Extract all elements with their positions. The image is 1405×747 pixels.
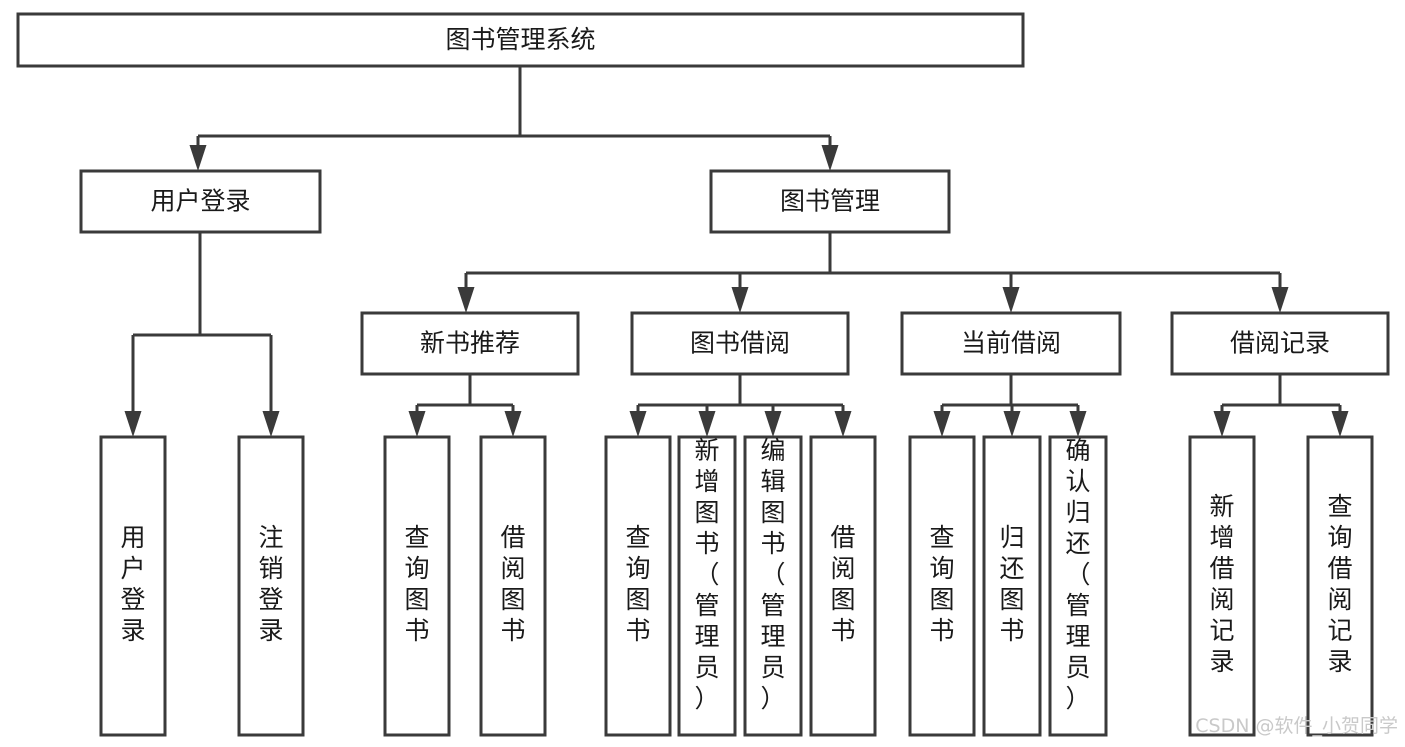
node-label: 新书推荐 [420, 329, 520, 358]
node-leaf-add-book[interactable]: 新增图书（管理员） [677, 435, 737, 737]
arrow-head-icon [698, 411, 716, 437]
nodes-layer: 图书管理系统用户登录图书管理新书推荐图书借阅当前借阅借阅记录用户登录注销登录查询… [16, 12, 1390, 737]
csdn-watermark: CSDN @软件_小贺同学 [1195, 715, 1398, 737]
arrow-head-icon [262, 411, 280, 437]
node-leaf-query-book-2[interactable]: 查询图书 [604, 435, 672, 737]
node-leaf-borrow-book-2[interactable]: 借阅图书 [809, 435, 877, 737]
node-leaf-user-login[interactable]: 用户登录 [99, 435, 167, 737]
node-leaf-return-book[interactable]: 归还图书 [982, 435, 1042, 737]
node-box-leaf-return-book[interactable] [982, 435, 1042, 737]
node-label: 查询借阅记录 [1327, 492, 1352, 676]
connectors-layer [124, 66, 1349, 437]
node-box-leaf-confirm-return[interactable] [1048, 435, 1108, 737]
node-label: 确认归还（管理员） [1065, 436, 1090, 713]
arrow-head-icon [189, 145, 207, 171]
arrow-head-icon [821, 145, 839, 171]
arrow-head-icon [1069, 411, 1087, 437]
connector-bus-borrow-record [1213, 374, 1349, 437]
arrow-head-icon [834, 411, 852, 437]
node-label: 图书借阅 [690, 329, 790, 358]
arrow-head-icon [124, 411, 142, 437]
node-label: 当前借阅 [961, 329, 1061, 358]
node-label: 编辑图书（管理员） [760, 436, 785, 713]
node-label: 用户登录 [150, 187, 250, 216]
node-box-leaf-borrow-book-2[interactable] [809, 435, 877, 737]
node-label: 新增借阅记录 [1209, 492, 1234, 676]
node-leaf-query-book-1[interactable]: 查询图书 [383, 435, 451, 737]
node-box-leaf-borrow-book-1[interactable] [479, 435, 547, 737]
arrow-head-icon [1331, 411, 1349, 437]
arrow-head-icon [629, 411, 647, 437]
node-box-borrow-record[interactable] [1170, 311, 1390, 376]
node-current-borrow[interactable]: 当前借阅 [900, 311, 1122, 376]
arrow-head-icon [457, 287, 475, 313]
node-label: 图书管理系统 [445, 25, 595, 54]
node-book-manage[interactable]: 图书管理 [709, 169, 951, 234]
node-box-leaf-query-book-1[interactable] [383, 435, 451, 737]
node-leaf-confirm-return[interactable]: 确认归还（管理员） [1048, 435, 1108, 737]
node-label: 查询图书 [404, 523, 429, 645]
node-box-leaf-edit-book[interactable] [743, 435, 803, 737]
node-box-leaf-query-book-3[interactable] [908, 435, 976, 737]
connector-bus-user-login [124, 232, 280, 437]
node-label: 借阅图书 [830, 523, 855, 645]
node-box-leaf-add-book[interactable] [677, 435, 737, 737]
node-label: 借阅记录 [1230, 329, 1330, 358]
node-box-root[interactable] [16, 12, 1025, 68]
node-box-current-borrow[interactable] [900, 311, 1122, 376]
node-leaf-query-book-3[interactable]: 查询图书 [908, 435, 976, 737]
connector-bus-book-manage [457, 232, 1289, 313]
node-label: 归还图书 [999, 523, 1024, 645]
node-box-leaf-user-login[interactable] [99, 435, 167, 737]
node-label: 注销登录 [258, 523, 283, 645]
node-leaf-borrow-book-1[interactable]: 借阅图书 [479, 435, 547, 737]
arrow-head-icon [764, 411, 782, 437]
connector-bus-root [189, 66, 839, 171]
node-label: 图书管理 [780, 187, 880, 216]
node-leaf-edit-book[interactable]: 编辑图书（管理员） [743, 435, 803, 737]
node-book-borrow[interactable]: 图书借阅 [630, 311, 850, 376]
node-leaf-query-record[interactable]: 查询借阅记录 [1306, 435, 1374, 737]
node-box-leaf-user-logout[interactable] [237, 435, 305, 737]
node-label: 新增图书（管理员） [694, 436, 719, 713]
node-box-new-book-recommend[interactable] [360, 311, 580, 376]
arrow-head-icon [1003, 411, 1021, 437]
connector-bus-book-borrow [629, 374, 852, 437]
arrow-head-icon [1002, 287, 1020, 313]
node-box-leaf-query-book-2[interactable] [604, 435, 672, 737]
node-box-book-manage[interactable] [709, 169, 951, 234]
node-user-login[interactable]: 用户登录 [79, 169, 322, 234]
node-borrow-record[interactable]: 借阅记录 [1170, 311, 1390, 376]
node-leaf-user-logout[interactable]: 注销登录 [237, 435, 305, 737]
arrow-head-icon [933, 411, 951, 437]
arrow-head-icon [731, 287, 749, 313]
node-box-leaf-query-record[interactable] [1306, 435, 1374, 737]
node-box-leaf-add-record[interactable] [1188, 435, 1256, 737]
node-label: 借阅图书 [500, 523, 525, 645]
node-leaf-add-record[interactable]: 新增借阅记录 [1188, 435, 1256, 737]
connector-bus-current-borrow [933, 374, 1087, 437]
node-box-user-login[interactable] [79, 169, 322, 234]
node-label: 用户登录 [120, 523, 145, 645]
connector-bus-new-book [408, 374, 522, 437]
arrow-head-icon [408, 411, 426, 437]
node-root[interactable]: 图书管理系统 [16, 12, 1025, 68]
node-new-book-recommend[interactable]: 新书推荐 [360, 311, 580, 376]
node-label: 查询图书 [929, 523, 954, 645]
arrow-head-icon [1271, 287, 1289, 313]
node-label: 查询图书 [625, 523, 650, 645]
arrow-head-icon [1213, 411, 1231, 437]
node-box-book-borrow[interactable] [630, 311, 850, 376]
arrow-head-icon [504, 411, 522, 437]
